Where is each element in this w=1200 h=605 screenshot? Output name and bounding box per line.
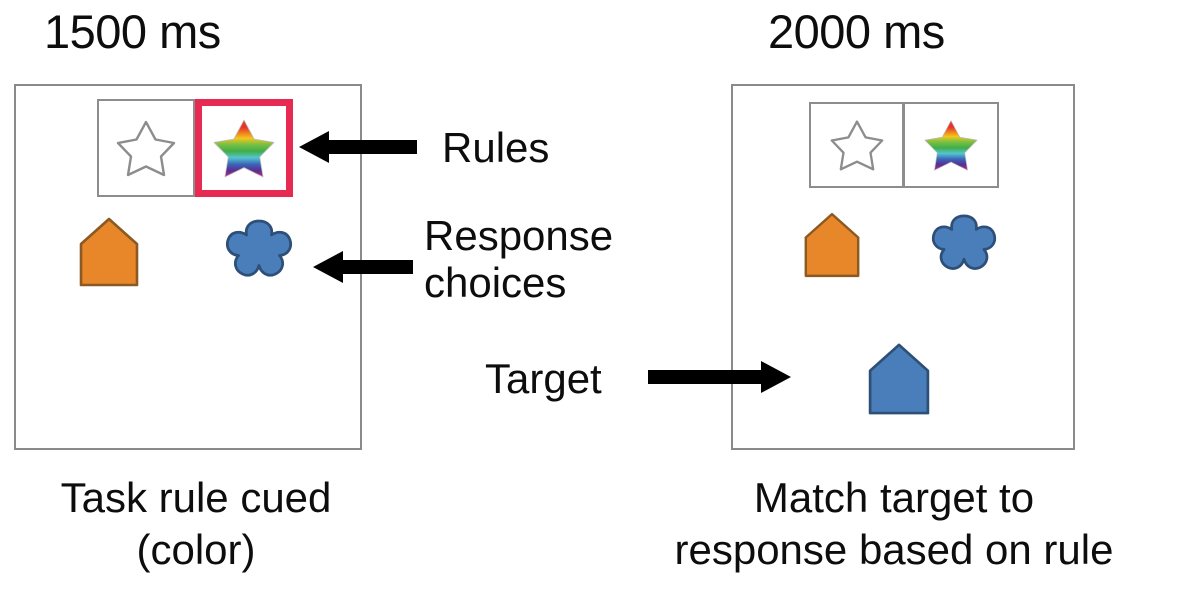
trial-panel-right <box>731 84 1075 450</box>
rules-box-left <box>97 99 293 197</box>
pentagon-icon <box>804 212 860 278</box>
outline-star-icon <box>115 118 177 178</box>
duration-label-left: 1500 ms <box>44 5 221 58</box>
response-choice-orange-pentagon-right[interactable] <box>803 211 861 279</box>
target-blue-pentagon[interactable] <box>867 341 931 417</box>
rainbow-star-icon <box>202 106 286 190</box>
annotation-label-rules: Rules <box>442 124 549 171</box>
response-choice-blue-flower-right[interactable] <box>928 212 1000 280</box>
annotation-response-text-line1: Response <box>424 212 614 259</box>
duration-label-right: 2000 ms <box>768 5 945 58</box>
pentagon-icon <box>868 343 930 415</box>
response-choice-orange-pentagon-left[interactable] <box>78 216 140 288</box>
annotation-label-target: Target <box>485 355 602 402</box>
arrow-left-icon-rules <box>299 129 417 165</box>
arrow-right-icon-target <box>648 359 791 395</box>
caption-left-line2: (color) <box>136 526 256 573</box>
annotation-target-text: Target <box>485 355 602 402</box>
rule-cell-shape-right[interactable] <box>809 102 904 188</box>
rules-box-right <box>809 102 999 188</box>
rule-cell-color-left[interactable] <box>195 99 293 197</box>
flower-icon <box>226 219 292 277</box>
rule-cell-color-right[interactable] <box>904 102 999 188</box>
rule-cell-shape-left[interactable] <box>97 99 195 197</box>
flower-icon <box>931 214 997 270</box>
caption-left-line1: Task rule cued <box>60 474 332 521</box>
response-choice-blue-flower-left[interactable] <box>222 217 296 287</box>
rainbow-star-icon <box>923 118 979 172</box>
caption-right-line2: response based on rule <box>674 526 1114 573</box>
annotation-response-text-line2: choices <box>424 259 567 306</box>
annotation-rules-text: Rules <box>442 124 550 171</box>
caption-left: Task rule cued (color) <box>0 472 392 576</box>
pentagon-icon <box>79 217 139 287</box>
outline-star-icon <box>829 118 885 172</box>
caption-right-line1: Match target to <box>753 474 1035 521</box>
annotation-label-response: Response choices <box>424 212 613 306</box>
arrow-left-icon-response <box>313 249 413 285</box>
caption-right: Match target to response based on rule <box>588 472 1200 576</box>
